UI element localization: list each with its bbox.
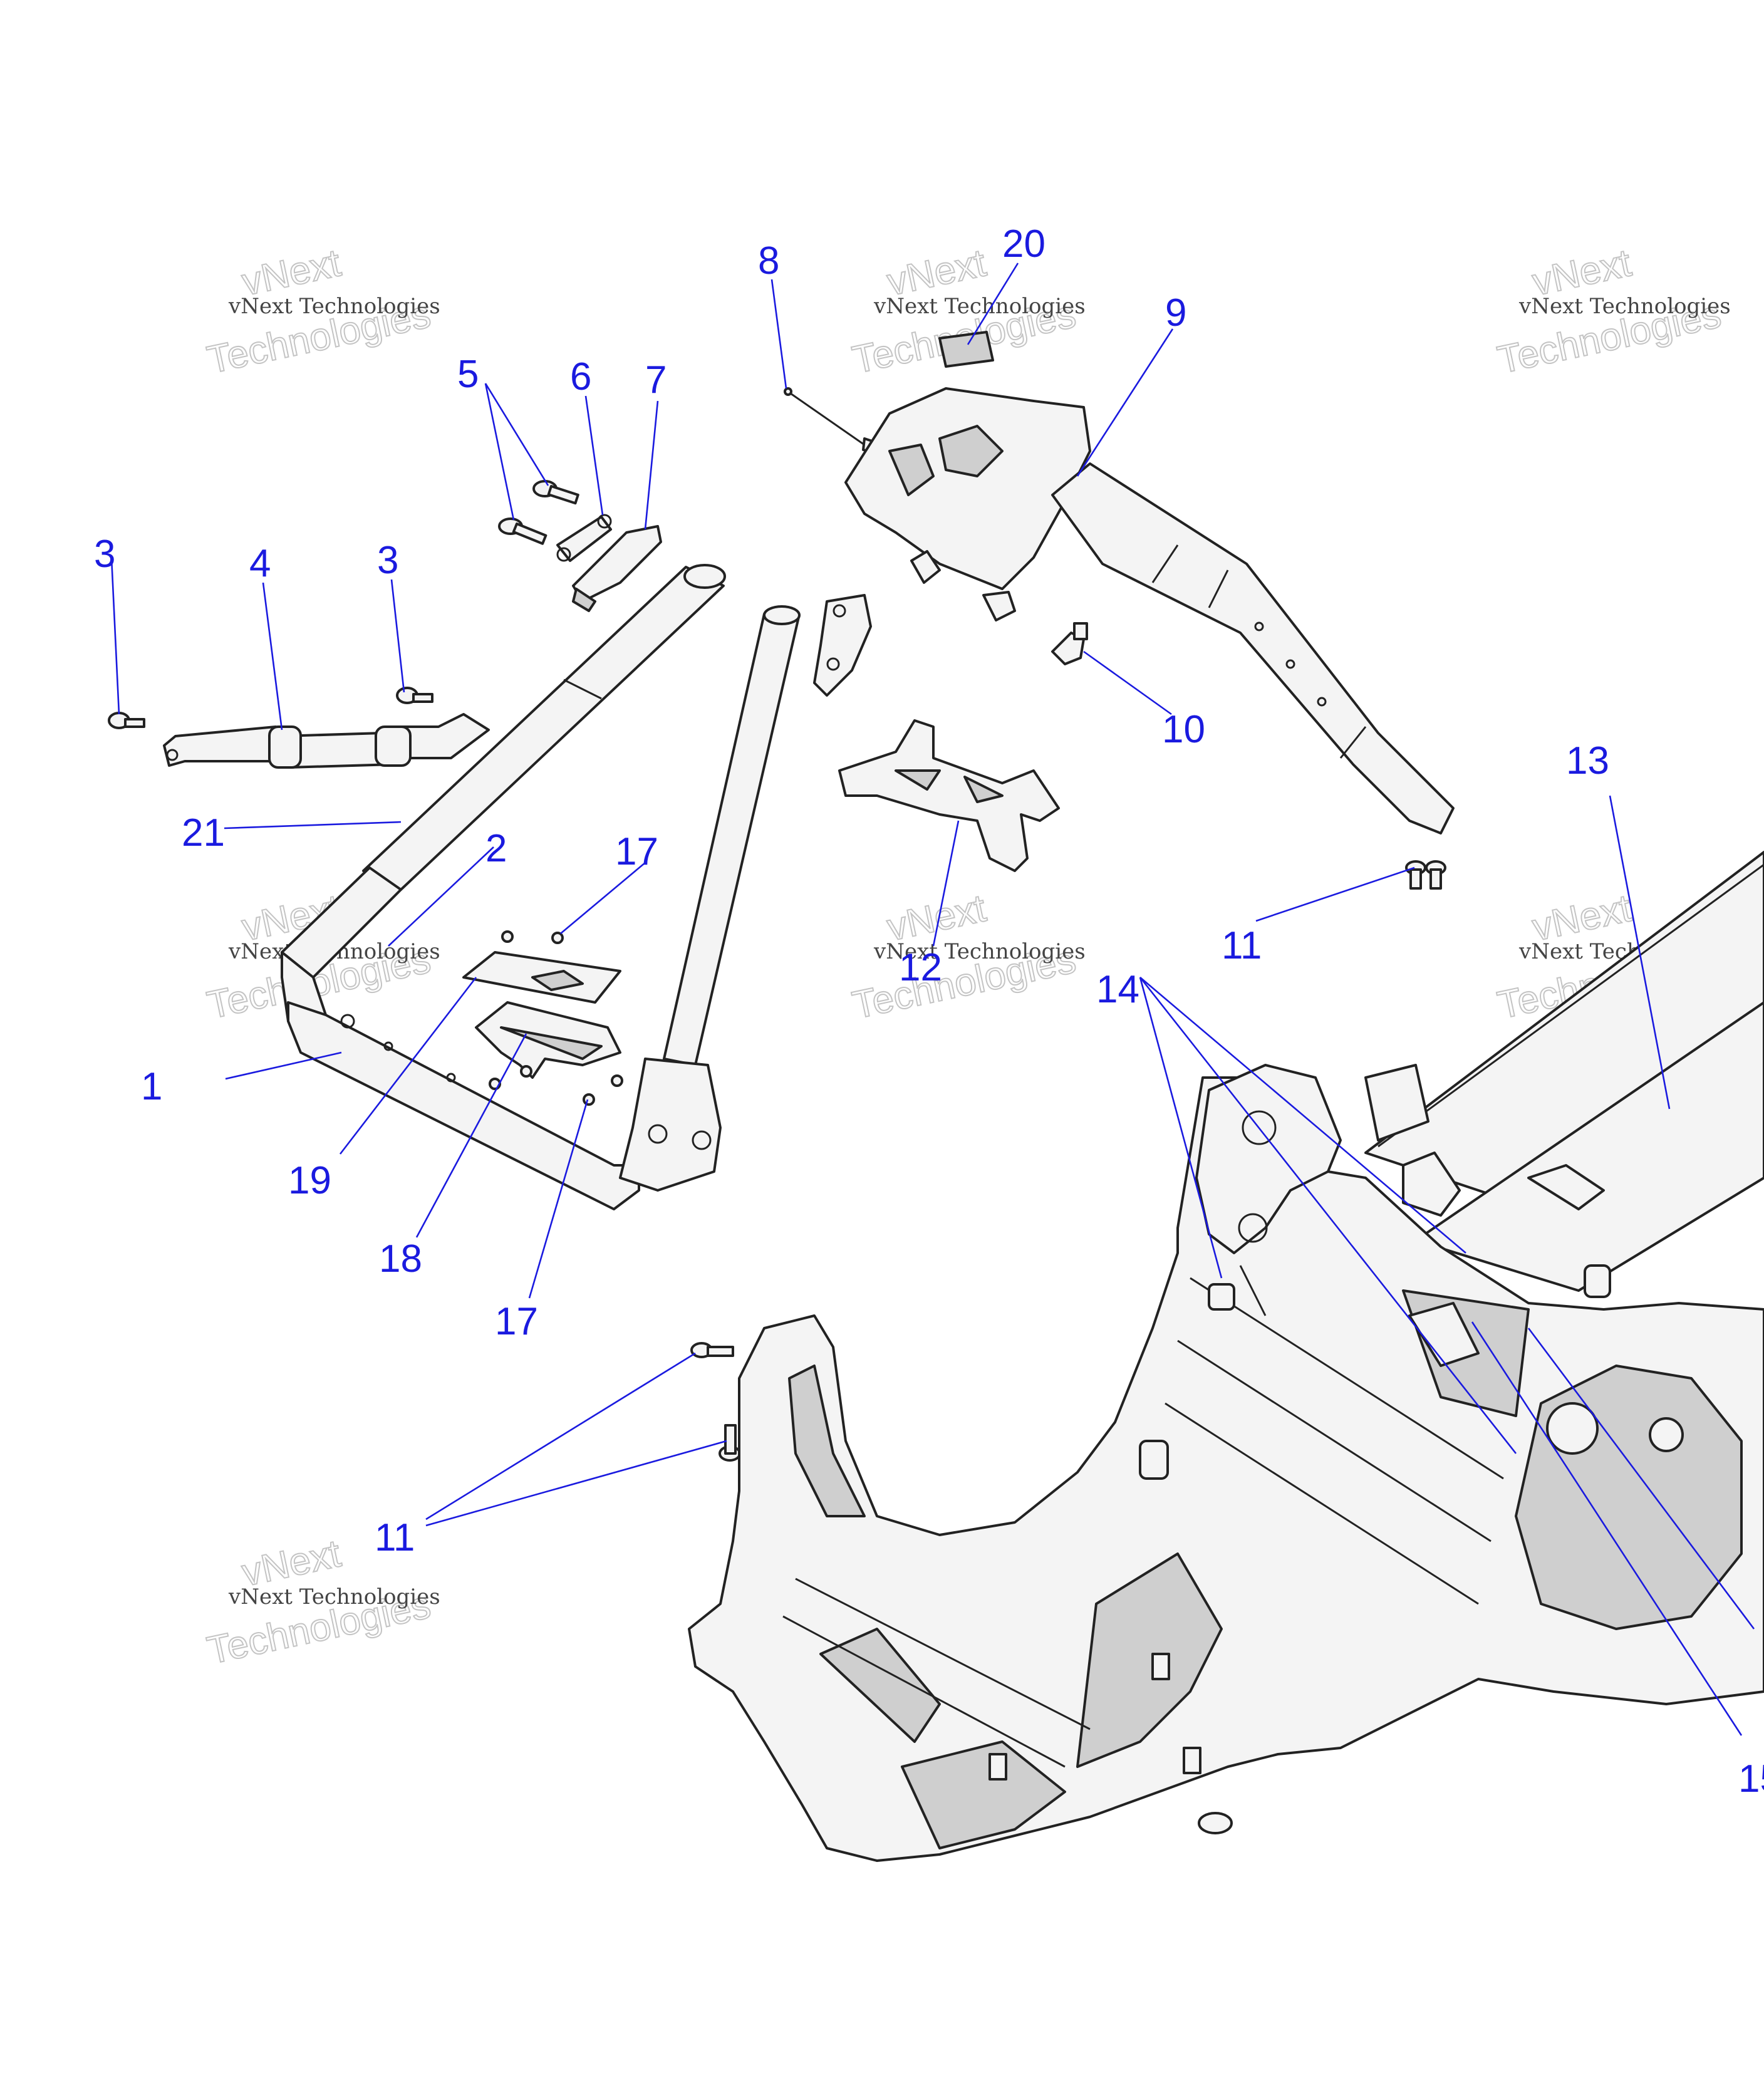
bolt-11-upper <box>1405 860 1446 890</box>
callout-5: 5 <box>457 353 479 396</box>
callout-19: 19 <box>288 1159 331 1202</box>
svg-text:vNext Technologies: vNext Technologies <box>873 939 1086 964</box>
upright-tube-part <box>619 605 801 1192</box>
callout-11-lower: 11 <box>375 1516 415 1559</box>
watermark-mid-center: vNext Technologies vNext Technologies <box>848 886 1086 1028</box>
callout-14: 14 <box>1096 968 1139 1011</box>
callout-21: 21 <box>182 811 225 855</box>
callout-17-bottom: 17 <box>495 1300 538 1343</box>
callout-7: 7 <box>645 358 667 402</box>
callout-13: 13 <box>1566 739 1609 783</box>
link-6-part <box>556 514 612 562</box>
clamp-10-part <box>1051 622 1088 665</box>
bolt-3-right <box>396 687 433 704</box>
callout-3-right: 3 <box>377 539 398 582</box>
callout-11-upper: 11 <box>1222 924 1262 967</box>
svg-text:vNext Technologies: vNext Technologies <box>228 1584 440 1609</box>
screws-17-part <box>489 930 623 1106</box>
gasket-19-part <box>462 951 621 1004</box>
watermark-top-left: vNext Technologies vNext Technologies <box>203 241 440 383</box>
callout-17-top: 17 <box>615 830 658 873</box>
callout-1: 1 <box>141 1065 162 1108</box>
front-frame-part <box>287 1001 640 1210</box>
tie-rod-part <box>163 713 490 769</box>
callout-2: 2 <box>485 827 507 870</box>
bracket-7-part <box>572 525 662 612</box>
callout-labels: 1 2 3 3 4 5 6 7 8 9 10 11 11 12 13 14 15… <box>94 222 1764 1801</box>
bracket-18-part <box>475 1001 621 1079</box>
callout-15: 15 <box>1738 1757 1764 1801</box>
callout-12: 12 <box>899 946 942 989</box>
svg-text:vNext Technologies: vNext Technologies <box>873 294 1086 319</box>
steering-post-9-part <box>844 387 1455 835</box>
mount-plate-12-part <box>838 719 1060 872</box>
callout-8: 8 <box>758 239 779 283</box>
callout-10: 10 <box>1162 708 1205 751</box>
callout-4: 4 <box>249 542 271 585</box>
svg-text:vNext Technologies: vNext Technologies <box>1518 294 1731 319</box>
bolt-3-left <box>108 712 145 729</box>
decal-20-part <box>938 331 994 368</box>
callout-20: 20 <box>1002 222 1045 266</box>
bolt-5-upper <box>532 480 579 505</box>
bolt-11-lower <box>690 1342 741 1462</box>
callout-18: 18 <box>379 1237 422 1281</box>
callout-6: 6 <box>570 355 591 398</box>
tunnel-13-part <box>1364 851 1764 1292</box>
callout-9: 9 <box>1165 291 1186 335</box>
svg-text:vNext Technologies: vNext Technologies <box>228 294 440 319</box>
watermark-top-right: vNext Technologies vNext Technologies <box>1493 241 1731 383</box>
callout-3-left: 3 <box>94 533 115 576</box>
bolt-5-lower <box>498 517 547 545</box>
bracket-upper-part <box>813 594 872 697</box>
main-chassis-part <box>688 1064 1764 1862</box>
leader-lines <box>110 263 1755 1736</box>
front-tube-assembly-part <box>281 564 726 1022</box>
